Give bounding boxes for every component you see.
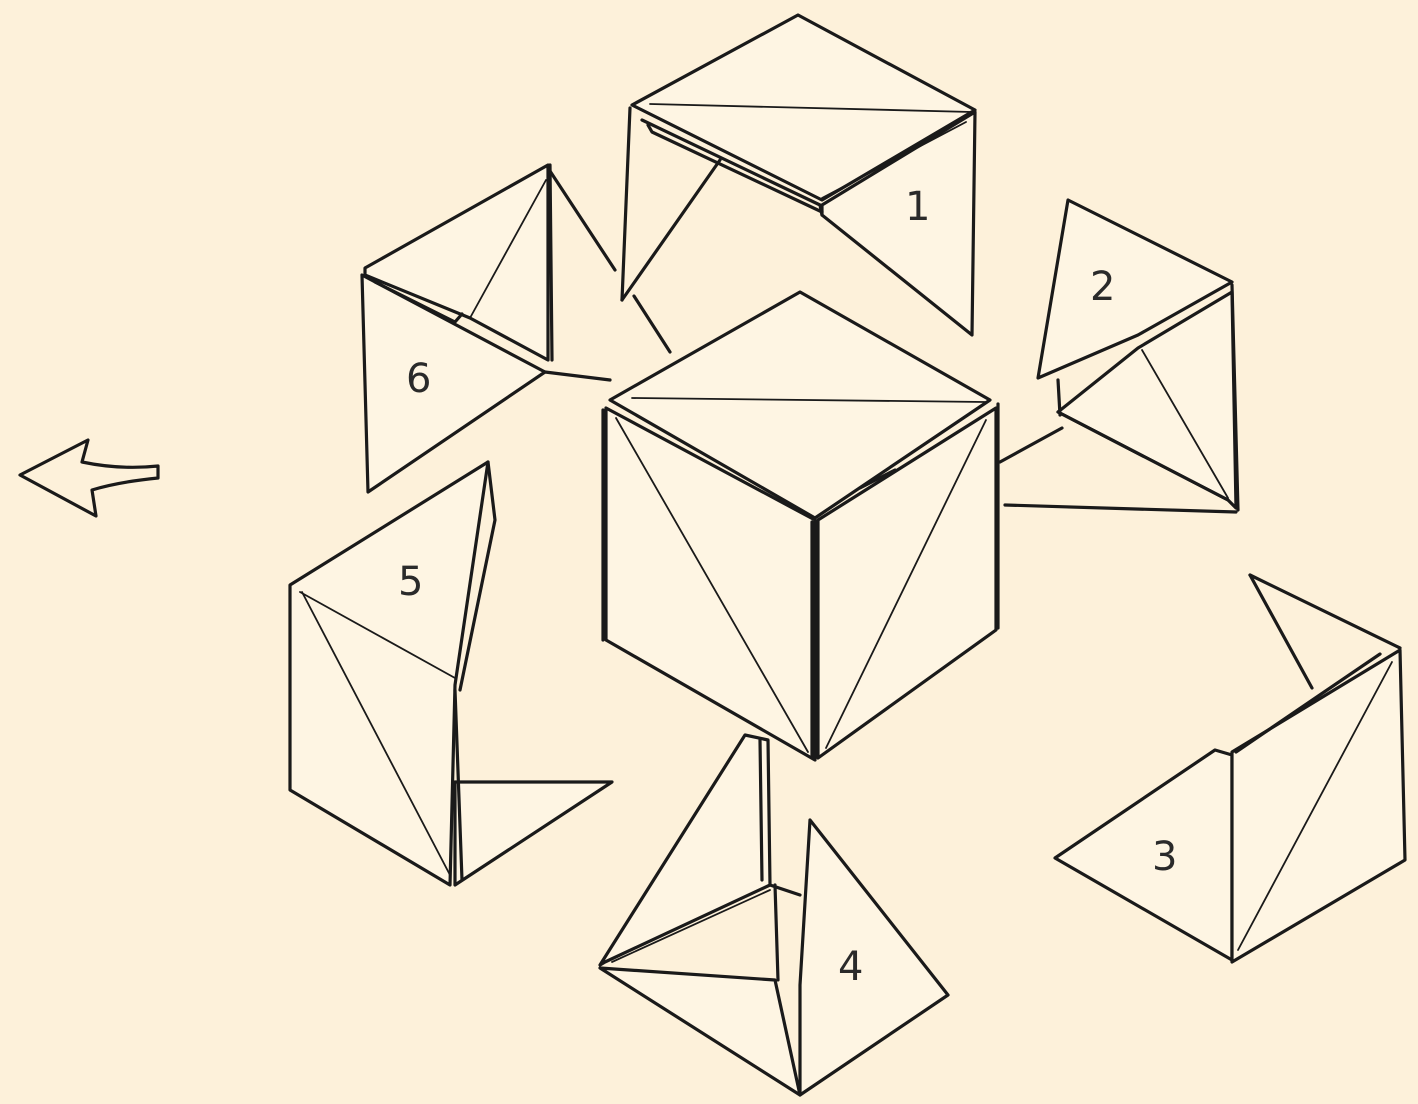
unit-5-label: 5	[398, 559, 423, 605]
assembled-cube	[603, 292, 998, 760]
left-arrow-icon	[20, 440, 158, 516]
unit-2-label: 2	[1090, 264, 1115, 310]
unit-3: 3	[1055, 575, 1405, 962]
unit-4: 4	[600, 735, 948, 1095]
unit-1-label: 1	[905, 184, 930, 230]
unit-3-label: 3	[1152, 834, 1177, 880]
unit-4-label: 4	[838, 944, 863, 990]
unit-2: 2	[1000, 200, 1238, 512]
unit-6-label: 6	[406, 356, 431, 402]
unit-6: 6	[362, 165, 615, 492]
unit-5: 5	[290, 462, 612, 885]
